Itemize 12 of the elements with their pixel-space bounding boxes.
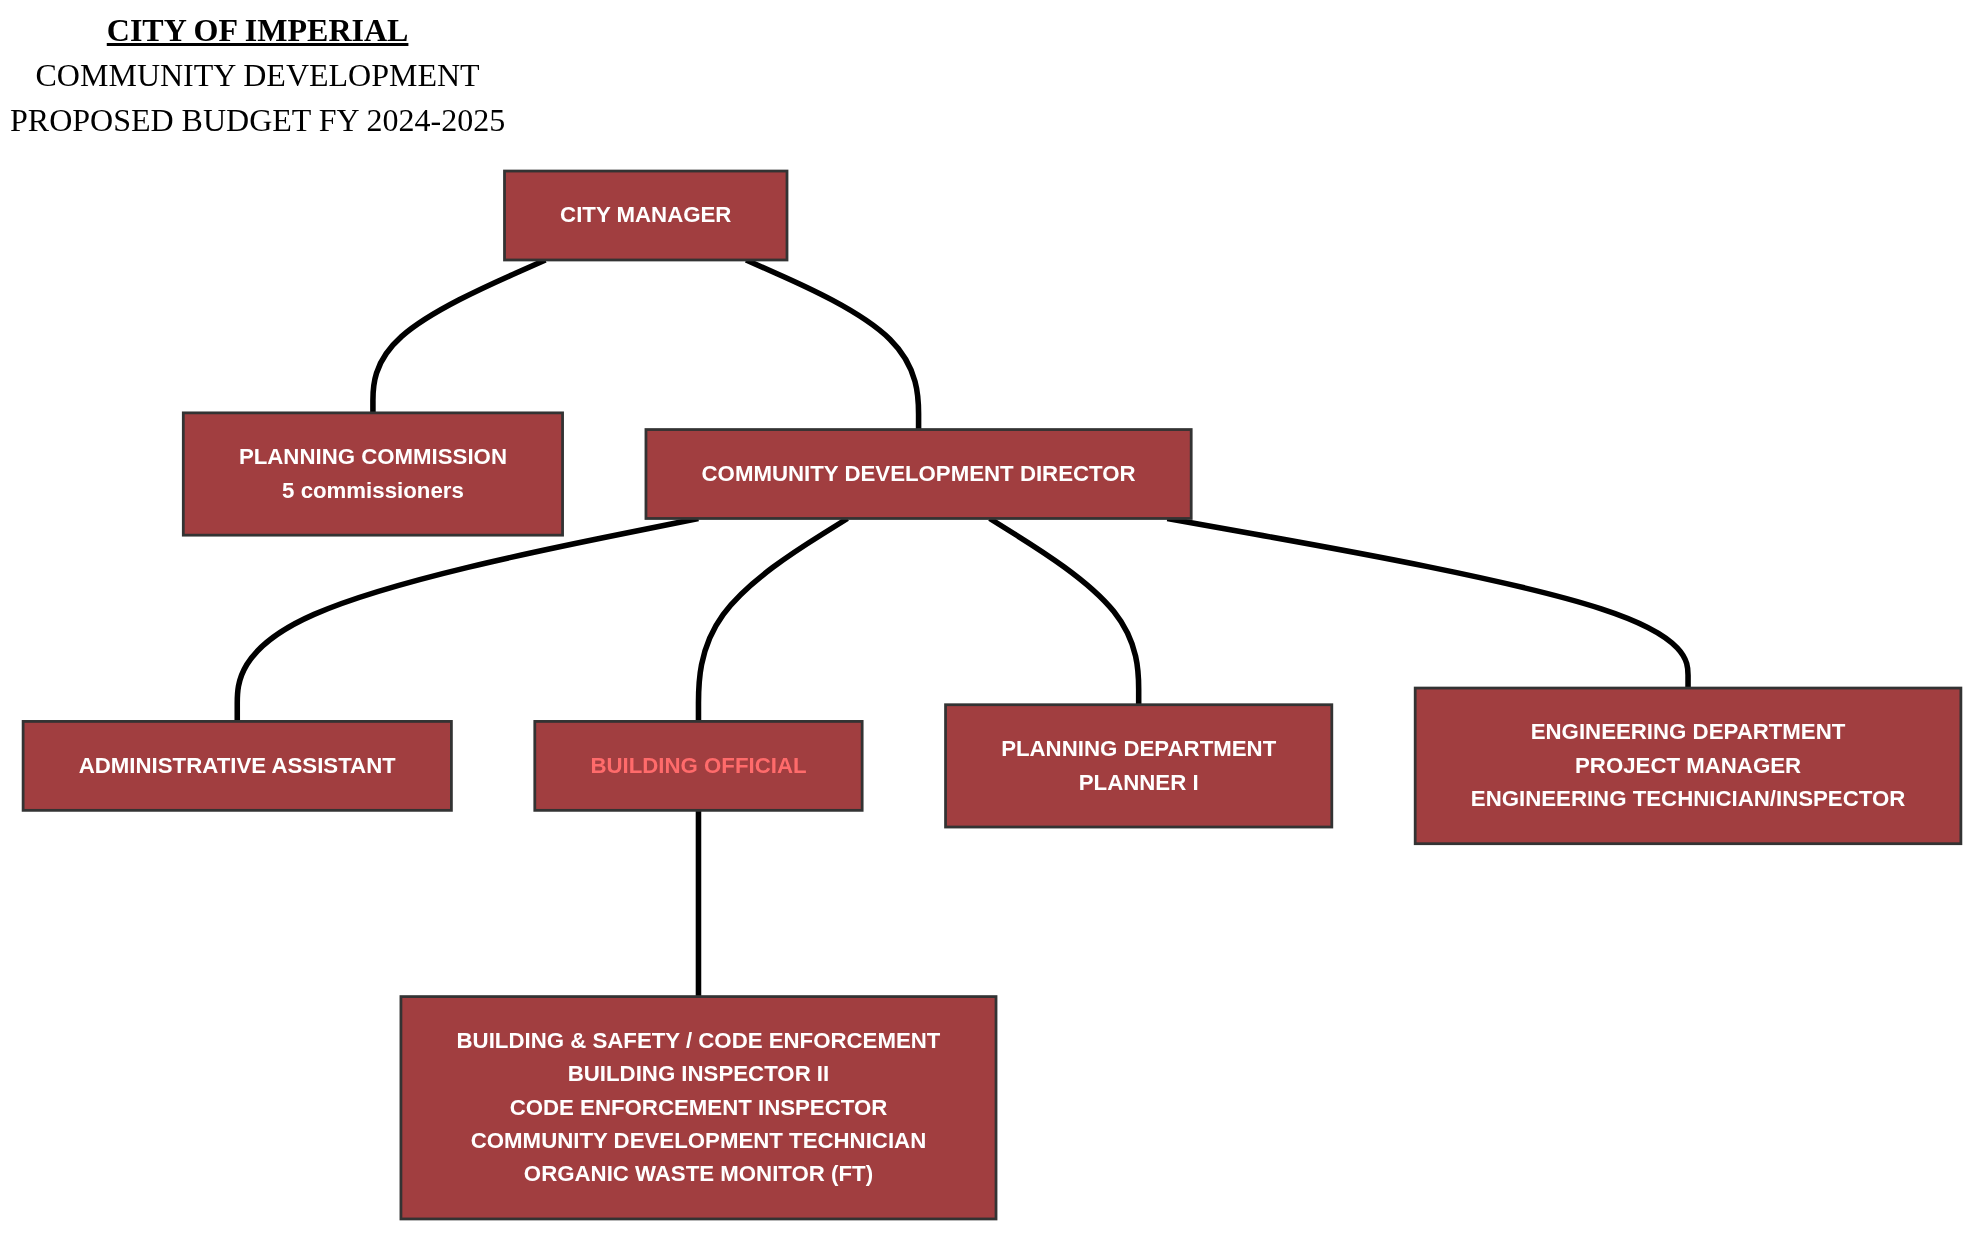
subtitle-text: PROPOSED BUDGET FY 2024-2025 — [10, 100, 506, 140]
node-box: ENGINEERING DEPARTMENT PROJECT MANAGER ENGINEERING TECHNICIAN/INSPECTOR — [1413, 686, 1963, 846]
subtitle-text: COMMUNITY DEVELOPMENT — [34, 55, 481, 95]
node-box: BUILDING OFFICIAL — [533, 720, 864, 812]
title: CITY OF IMPERIAL — [105, 11, 410, 50]
node-box: PLANNING DEPARTMENT PLANNER I — [944, 703, 1334, 829]
node-box: CITY MANAGER — [503, 169, 789, 262]
node-box: PLANNING COMMISSION 5 commissioners — [181, 411, 564, 537]
node-box: ADMINISTRATIVE ASSISTANT — [21, 720, 453, 812]
node-box: COMMUNITY DEVELOPMENT DIRECTOR — [644, 428, 1193, 520]
node-box: BUILDING & SAFETY / CODE ENFORCEMENT BUILDING INSPECTOR II CODE ENFORCEMENT INSPECTOR COMMUNITY DEVELOPMENT TECHNICIAN ORGANIC WASTE MONITOR (FT) — [399, 995, 998, 1221]
connector — [695, 810, 702, 997]
